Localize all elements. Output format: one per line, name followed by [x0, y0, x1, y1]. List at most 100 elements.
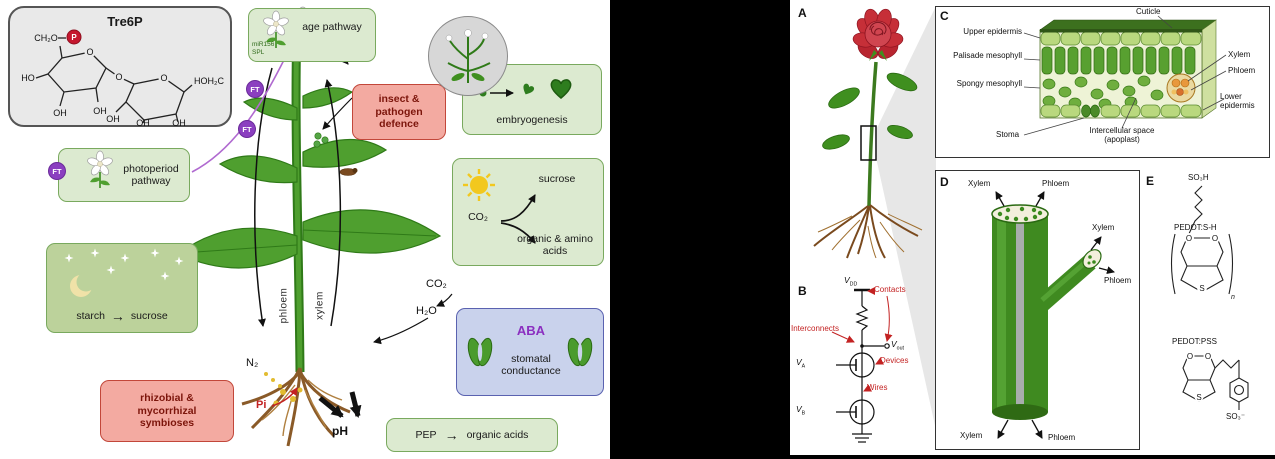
s-atom-label: S	[1199, 284, 1204, 293]
leaf-label-lines	[1023, 15, 1227, 136]
vdd-label: VDD	[844, 275, 857, 289]
panel-d-letter: D	[940, 175, 949, 189]
v-symbol: V	[891, 339, 897, 349]
palisade-mesophyll-label: Palisade mesophyll	[953, 51, 1022, 60]
contacts-label: Contacts	[874, 285, 906, 294]
embryo-stages-graphic	[479, 79, 572, 99]
cuticle-layer	[1040, 29, 1202, 33]
co2-label: CO₂	[468, 211, 488, 223]
aba-label: ABA	[516, 323, 546, 338]
phloem-label-c: Phloem	[1228, 66, 1256, 75]
photosynthesis-box: sucrose CO₂ organic & amino acids	[452, 158, 604, 266]
upper-epidermis-cells	[1040, 31, 1202, 46]
devices-label: Devices	[880, 356, 909, 365]
flowering-plant-circle	[428, 16, 508, 96]
leaves	[176, 87, 442, 269]
interconnects-label: Interconnects	[791, 324, 840, 333]
so3-minus-label: SO₃⁻	[1226, 412, 1246, 421]
pi-uptake-arrow	[271, 387, 298, 407]
sun-icon	[463, 169, 495, 201]
phosphate-label: P	[71, 33, 77, 42]
ft-badge: FT	[48, 162, 66, 180]
phloem-label-d-bottom: Phloem	[1048, 433, 1076, 442]
roots	[241, 367, 351, 447]
spl-label: SPL	[252, 48, 265, 56]
electronic-plants-figure: O O S O O S	[790, 0, 1275, 455]
aphid-icons	[313, 132, 329, 148]
rhizobial-symbioses-box: rhizobial & mycorrhizal symbioses	[100, 380, 234, 442]
stoma-guard-cells	[1081, 104, 1100, 118]
ft-label: FT	[250, 84, 260, 94]
aba-stomatal-box: ABA stomatal conductance	[456, 308, 604, 396]
tre6p-structure-box: Tre6P O O	[8, 6, 232, 128]
panel-d-box	[935, 170, 1140, 450]
xylem-label-c: Xylem	[1228, 50, 1251, 59]
panel-c-box	[935, 6, 1270, 158]
circuit-diagram	[831, 287, 893, 443]
wires-label: Wires	[867, 383, 888, 392]
va-subscript: A	[801, 363, 806, 370]
stomatal-conductance-label: stomatal conductance	[501, 353, 561, 378]
insect-defence-label: insect & pathogen defence	[375, 93, 423, 131]
so3h-label: SO₃H	[1188, 173, 1209, 182]
rose-leaves	[822, 72, 918, 150]
co2-free-label: CO₂	[426, 278, 447, 290]
oh-label: OH	[93, 106, 107, 116]
hoh2c-label: HOH₂C	[194, 76, 224, 86]
panel-b-letter: B	[798, 284, 807, 298]
panel-e-letter: E	[1146, 174, 1155, 188]
phloem-label-d-top: Phloem	[1042, 179, 1070, 188]
embryo-heart-large	[550, 79, 572, 99]
lower-epidermis-label: Lower epidermis	[1220, 92, 1255, 110]
h2o-label: H₂O	[416, 305, 437, 317]
stem-segment	[991, 191, 1115, 439]
rhizobial-symbioses-label: rhizobial & mycorrhizal symbioses	[137, 392, 197, 430]
starch-to-sucrose-arrow: →	[110, 308, 125, 324]
palisade-cells	[1041, 46, 1196, 75]
caterpillar-icon	[339, 168, 358, 176]
branch-arrows	[500, 194, 536, 244]
tre6p-pathway-figure: Tre6P O O	[0, 0, 610, 459]
v-symbol: V	[796, 404, 802, 414]
pedot-sh-structure: O O S	[1170, 185, 1234, 295]
panel-c-letter: C	[940, 9, 949, 23]
vb-subscript: B	[801, 410, 806, 417]
electronic-plant-artwork-layer: O O S O O S	[813, 6, 1249, 443]
pedot-sh-label: PEDOT:S-H	[1174, 223, 1217, 232]
panel-a-letter: A	[798, 6, 807, 20]
embryo-heart-small	[523, 83, 535, 95]
o-atom-label: O	[1187, 352, 1193, 361]
age-pathway-label: age pathway	[302, 21, 362, 33]
pedot-pss-structure: O O S	[1182, 351, 1249, 410]
moon-stars-graphic	[64, 248, 184, 297]
o-atom-label: O	[1186, 234, 1192, 243]
organic-acids-label: organic acids	[466, 428, 529, 441]
ho-label: HO	[21, 73, 35, 83]
tre6p-title: Tre6P	[107, 14, 143, 29]
ring-o-label: O	[86, 47, 93, 57]
pedot-pss-label: PEDOT:PSS	[1172, 337, 1217, 346]
leaf-cross-section	[1023, 15, 1227, 136]
organic-amino-acids-label: organic & amino acids	[517, 233, 593, 258]
tre6p-chemical-structure: O O O CH₂O P HO OH OH HOH₂C OH OH OH	[21, 29, 224, 128]
s-atom-label: S	[1196, 393, 1201, 402]
vb-label: VB	[796, 404, 806, 418]
ft-badge: FT	[246, 80, 264, 98]
n2-label: N₂	[246, 357, 259, 369]
stoma-icon	[467, 337, 493, 367]
lower-epidermis-cells	[1040, 104, 1202, 118]
xylem-label: xylem	[314, 291, 326, 320]
sucrose-label: sucrose	[538, 173, 576, 185]
spongy-mesophyll-label: Spongy mesophyll	[956, 79, 1022, 88]
phloem-label-d-branch: Phloem	[1104, 276, 1132, 285]
intercellular-space-label: Intercellular space (apoplast)	[1089, 126, 1155, 144]
vout-label: Vout	[891, 339, 904, 353]
ft-signal-path	[191, 51, 289, 173]
night-starch-box: starch → sucrose	[46, 243, 198, 333]
stoma-label: Stoma	[996, 130, 1020, 139]
mir156-label: miR156	[252, 41, 275, 48]
pedot-wire-channel	[1016, 214, 1024, 412]
glycosidic-o-label: O	[115, 72, 122, 82]
v-symbol: V	[844, 275, 850, 285]
